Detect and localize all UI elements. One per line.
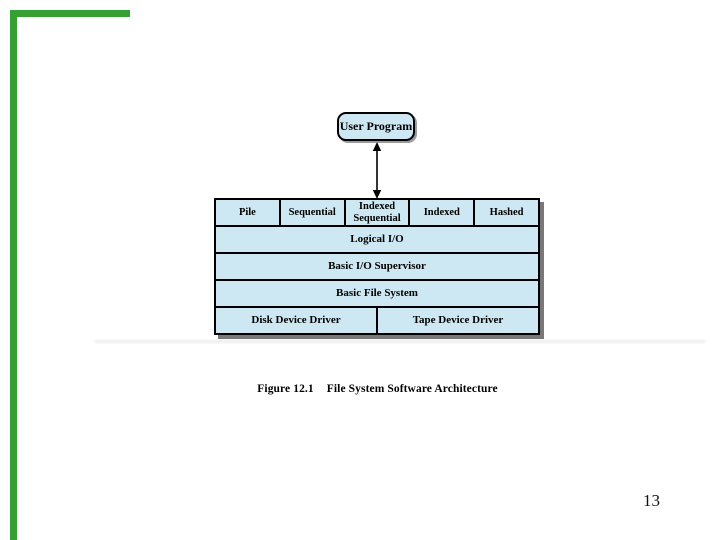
scan-artifact-line <box>95 340 705 343</box>
block-basic-io-supervisor: Basic I/O Supervisor <box>328 260 426 273</box>
accent-bar-horizontal <box>10 10 130 17</box>
block-pile: Pile <box>238 206 256 218</box>
figure-caption-label: Figure 12.1 <box>257 383 314 395</box>
block-tape-device-driver: Tape Device Driver <box>376 308 538 333</box>
figure-caption-title: File System Software Architecture <box>326 383 498 395</box>
block-indexed-sequential: Indexed Sequential <box>343 200 409 225</box>
block-indexed: Indexed <box>408 200 473 225</box>
figure-caption: Figure 12.1 File System Software Architec… <box>0 383 720 395</box>
accent-bar-vertical <box>10 10 17 540</box>
block-basic-file-system: Basic File System <box>336 287 418 300</box>
block-logical-io: Logical I/O <box>350 233 404 246</box>
user-program-box: User Program <box>337 112 415 141</box>
logical-io-row: Logical I/O <box>216 225 538 252</box>
basic-file-system-row: Basic File System <box>216 279 538 306</box>
block-disk-device-driver: Disk Device Driver <box>251 314 341 327</box>
access-methods-row: Pile Sequential Indexed Sequential Index… <box>216 200 538 225</box>
architecture-diagram: Pile Sequential Indexed Sequential Index… <box>214 198 540 335</box>
device-drivers-row: Disk Device Driver Tape Device Driver <box>216 306 538 333</box>
slide-page-number: 13 <box>643 491 660 510</box>
user-program-label: User Program <box>339 119 413 133</box>
block-hashed: Hashed <box>473 200 538 225</box>
block-sequential: Sequential <box>278 200 344 225</box>
basic-io-supervisor-row: Basic I/O Supervisor <box>216 252 538 279</box>
double-arrow-connector <box>372 142 382 199</box>
